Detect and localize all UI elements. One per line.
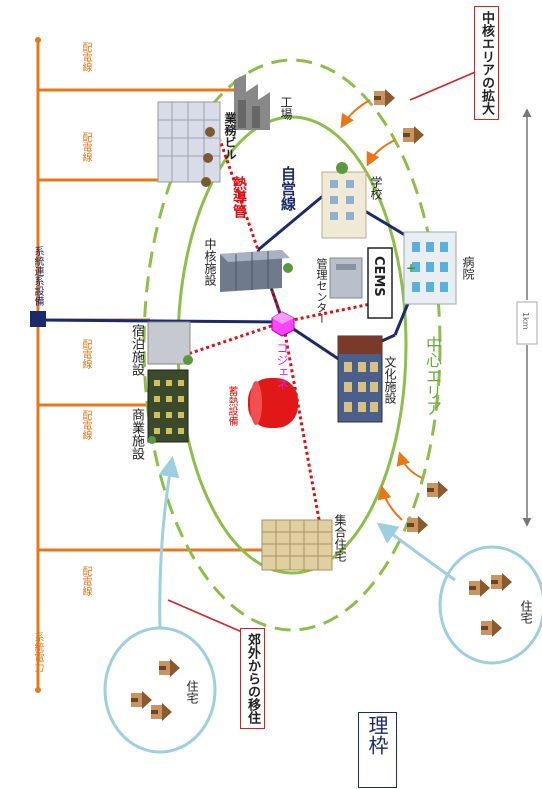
cogen-unit [272, 312, 294, 336]
line-label-2: 配電線 [80, 132, 90, 162]
label-heat-storage: 蓄熱設備 [226, 386, 236, 426]
label-commercial: 商業施設 [130, 408, 143, 460]
label-management: 管理センター [316, 258, 327, 318]
label-hospital: 病院 [462, 256, 474, 280]
label-heat-pipe: 熱導管 [232, 176, 246, 218]
label-cems: CEMS [372, 256, 385, 297]
svg-text:+: + [406, 261, 416, 275]
culture-facility-icon [338, 336, 382, 422]
management-center-icon [330, 258, 362, 298]
line-label-3: 配電線 [80, 339, 90, 369]
grid-interconnection-label: 系統連系設備 [32, 246, 42, 306]
callout-expansion: 中核エリアの拡大 [474, 6, 499, 120]
label-factory: 工場 [280, 96, 292, 120]
commercial-icon [148, 370, 188, 444]
label-core: 中核施設 [204, 238, 216, 286]
line-label-4: 配電線 [80, 410, 90, 440]
label-cogen: コジェネ [276, 342, 288, 390]
grid-title: 系統電力 [32, 632, 42, 672]
factory-icon [234, 74, 270, 130]
core-facility-icon [220, 250, 293, 292]
lodging-icon [148, 322, 193, 365]
label-houses-left: 住宅 [186, 680, 198, 704]
office-building-icon [158, 102, 220, 187]
scale-label: 1km [521, 312, 529, 330]
label-center-area: 中心エリア [424, 336, 440, 416]
label-houses-right: 住宅 [520, 600, 532, 624]
callout-migration: 郊外からの移住 [240, 628, 265, 729]
label-lodging: 宿泊施設 [130, 324, 143, 376]
label-apartment: 集合住宅 [334, 514, 346, 562]
hospital-icon: + [404, 232, 456, 304]
label-private-line: 自営線 [280, 166, 295, 211]
heat-storage-tank-icon [248, 378, 298, 428]
school-icon [322, 162, 366, 238]
line-label-5: 配電線 [80, 566, 90, 596]
grid-interconnection-icon [30, 311, 46, 327]
label-office: 業務ビル [224, 112, 236, 160]
line-label-1: 配電線 [80, 42, 90, 72]
label-school: 学校 [370, 176, 382, 200]
apartment-icon [262, 520, 332, 570]
label-culture: 文化施設 [384, 356, 396, 404]
fragment-label: 理枠 [358, 712, 397, 788]
